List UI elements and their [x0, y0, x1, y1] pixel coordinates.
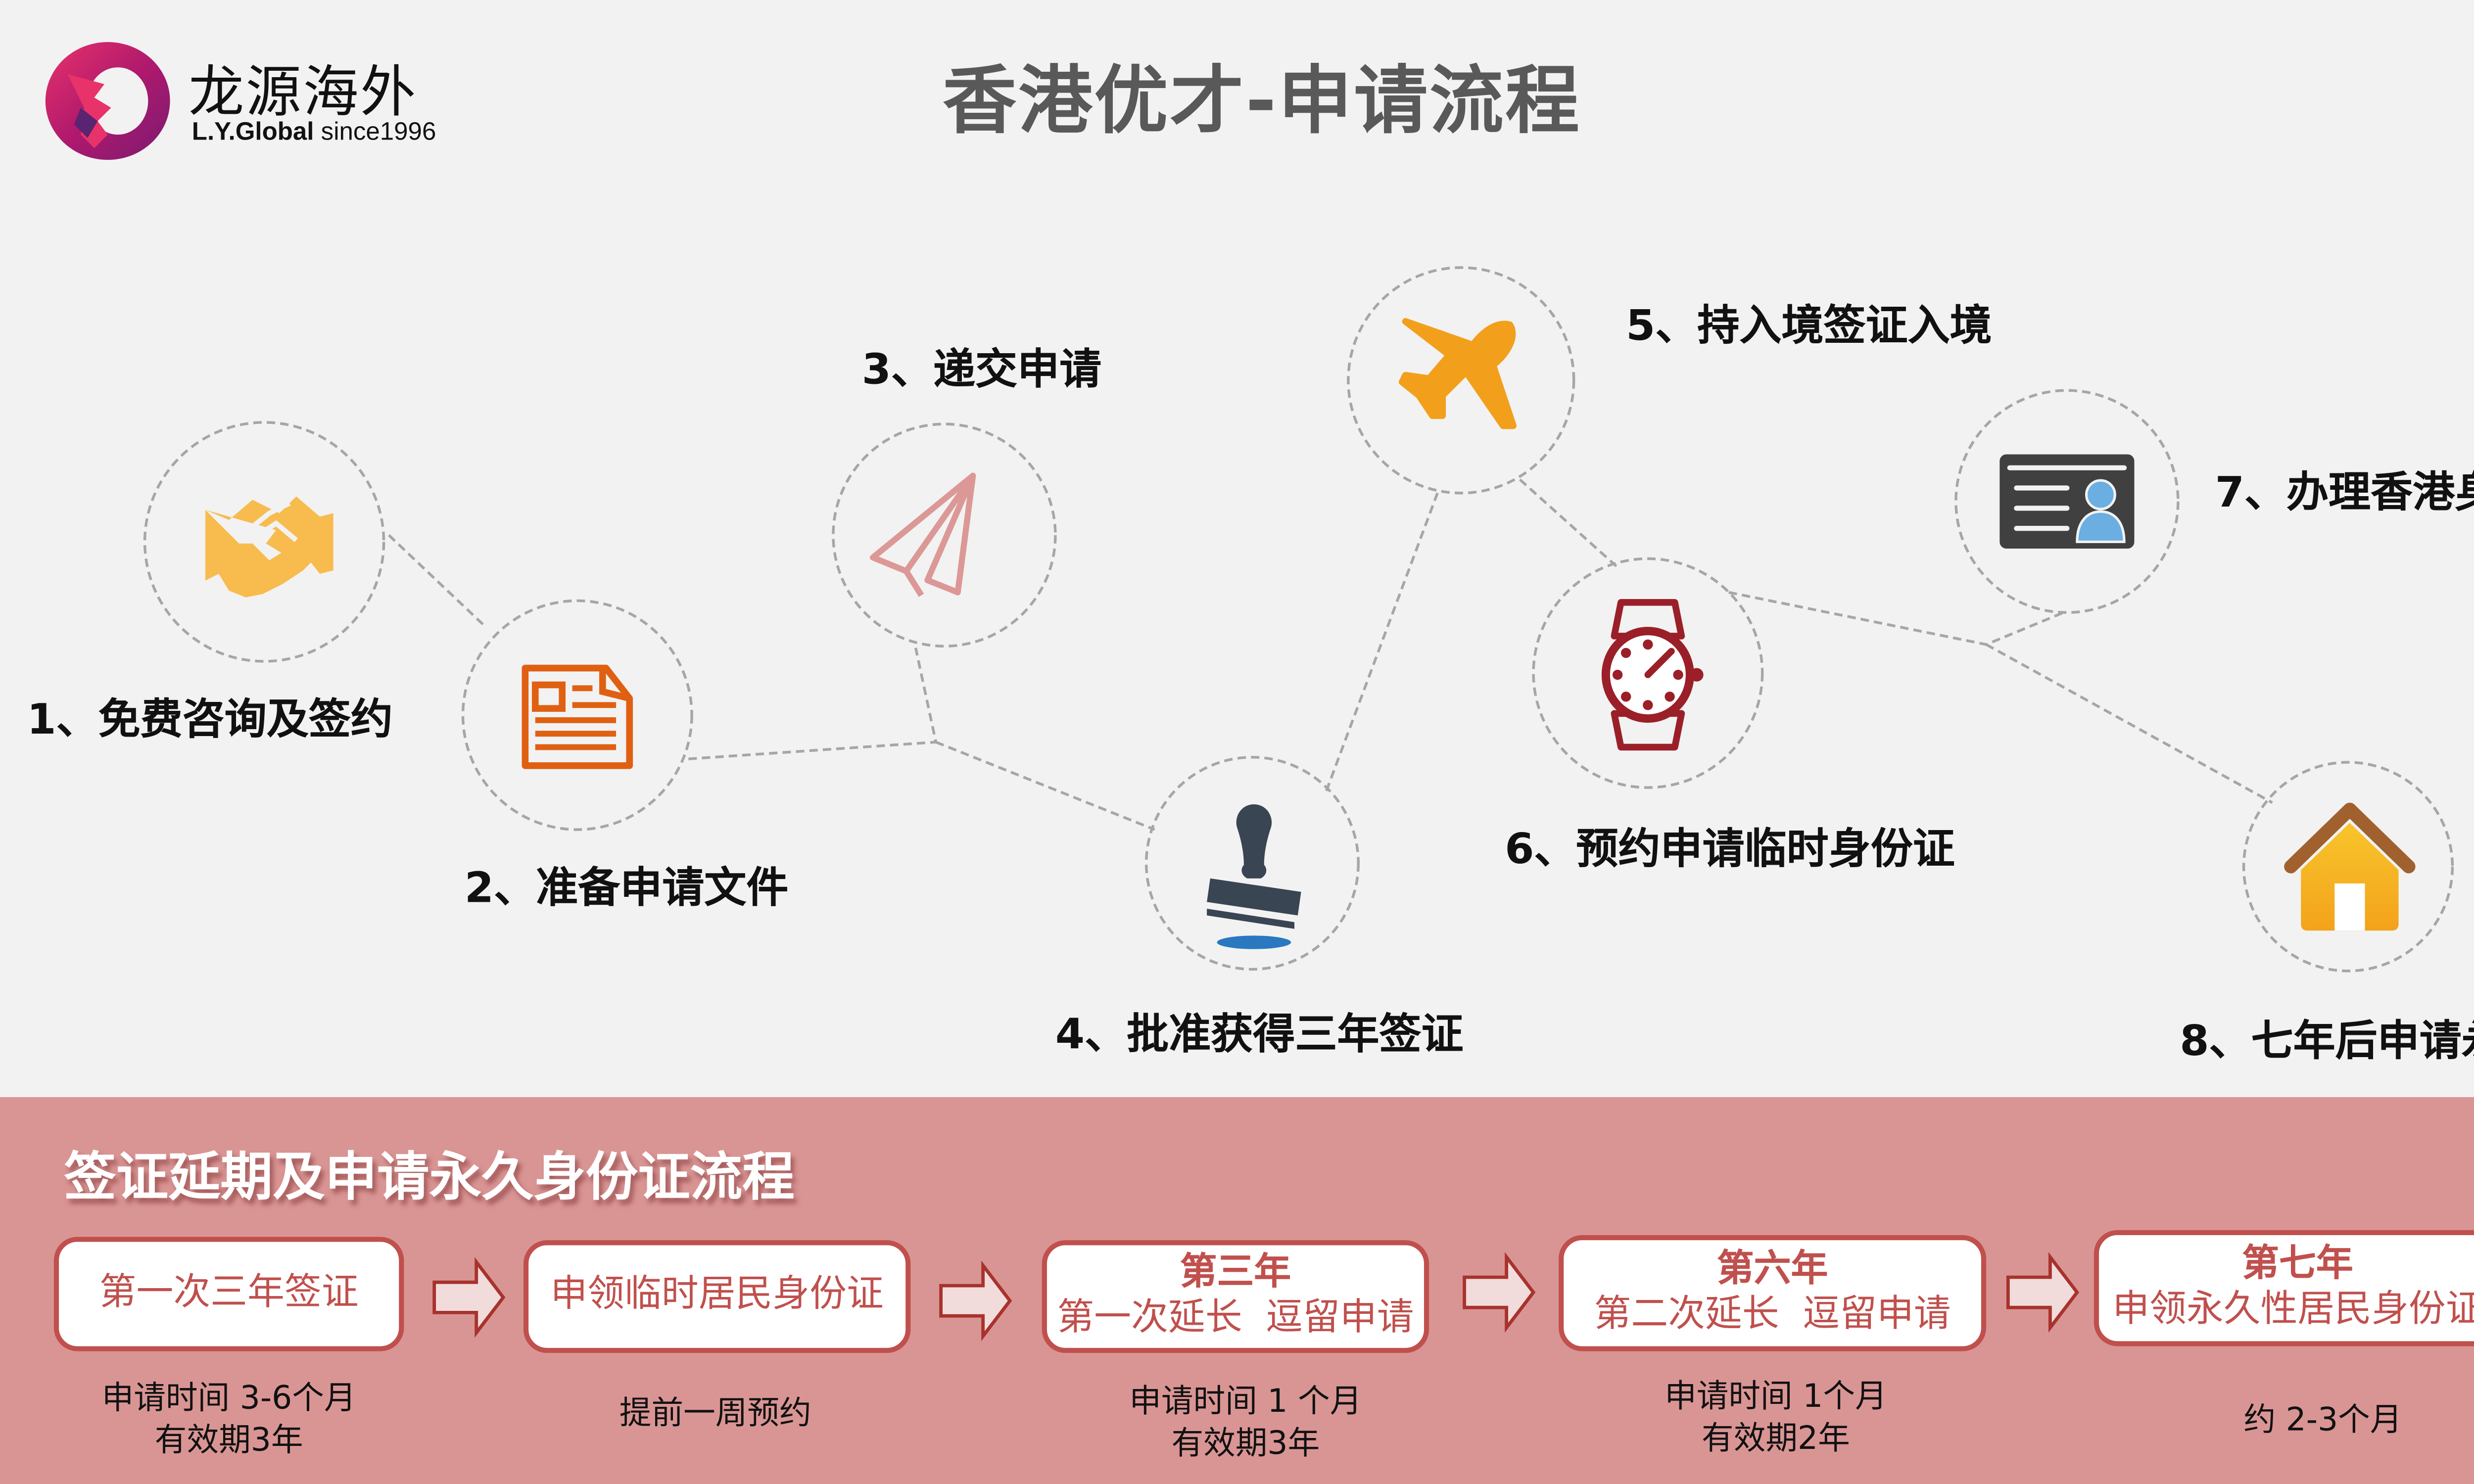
stage-1-text: 第一次三年签证 [99, 1272, 359, 1314]
stage-5-note-line-1: 约 2-3个月 [2243, 1401, 2402, 1439]
paper-plane-icon [870, 472, 976, 597]
arrow-right-icon [432, 1257, 506, 1338]
stage-box-5: 第七年 申领永久性居民身份证 [2093, 1230, 2474, 1346]
stage-3-note: 申请时间 1 个月 有效期3年 [1077, 1382, 1414, 1465]
house-icon [2284, 802, 2416, 931]
step-2 [463, 601, 692, 830]
stage-1-note: 申请时间 3-6个月 有效期3年 [60, 1378, 397, 1461]
wristwatch-icon [1601, 599, 1704, 751]
stage-2-text: 申领临时居民身份证 [550, 1274, 884, 1317]
stamp-icon [1207, 804, 1301, 949]
step-5 [1348, 268, 1574, 493]
step-6 [1533, 558, 1762, 788]
step-6-label: 6、预约申请临时身份证 [1505, 824, 1955, 874]
logo-name-en: L.Y.Global since1996 [192, 118, 436, 146]
step-4-label: 4、批准获得三年签证 [1055, 1010, 1464, 1059]
arrow-right-icon [1463, 1252, 1536, 1333]
stage-2-note-line-1: 提前一周预约 [619, 1395, 811, 1432]
step-3 [833, 424, 1055, 646]
handshake-icon [205, 496, 333, 598]
stage-5-text: 申领永久性居民身份证 [2112, 1288, 2474, 1331]
step-8-label: 8、七年后申请永居 [2180, 1016, 2474, 1066]
step-7 [1956, 390, 2178, 612]
airplane-icon [1398, 318, 1517, 429]
step-1 [145, 422, 384, 661]
logo-en-bold: L.Y.Global [191, 118, 314, 146]
stage-3-note-line-1: 申请时间 1 个月 [1129, 1383, 1362, 1421]
stage-5-note: 约 2-3个月 [2154, 1400, 2474, 1441]
stage-3-text: 第一次延长 逗留申请 [1057, 1297, 1414, 1339]
stage-3-year: 第三年 [1180, 1252, 1291, 1295]
step-8 [2244, 762, 2453, 971]
stage-box-2: 申领临时居民身份证 [523, 1240, 911, 1353]
document-icon [522, 664, 633, 769]
stage-1-note-line-1: 申请时间 3-6个月 [101, 1380, 356, 1417]
stage-4-note: 申请时间 1个月 有效期2年 [1608, 1377, 1944, 1460]
stage-2-note: 提前一周预约 [547, 1393, 884, 1435]
stage-box-3: 第三年 第一次延长 逗留申请 [1042, 1240, 1429, 1353]
step-5-label: 5、持入境签证入境 [1626, 301, 1992, 350]
stage-4-text: 第二次延长 逗留申请 [1594, 1293, 1951, 1336]
id-card-icon [1999, 454, 2135, 549]
stage-box-4: 第六年 第二次延长 逗留申请 [1559, 1235, 1987, 1351]
stage-3-note-line-2: 有效期3年 [1171, 1425, 1320, 1462]
stage-4-note-line-1: 申请时间 1个月 [1665, 1378, 1887, 1415]
arrow-right-icon [939, 1260, 1012, 1342]
logo: 龙源海外 L.Y.Global since1996 [44, 41, 481, 162]
stage-1-note-line-2: 有效期3年 [154, 1421, 303, 1459]
step-3-label: 3、递交申请 [861, 345, 1102, 394]
logo-name-cn: 龙源海外 [189, 59, 418, 125]
step-7-label: 7、办理香港身份证 [2215, 467, 2474, 517]
step-1-label: 1、免费咨询及签约 [27, 695, 393, 744]
stage-box-1: 第一次三年签证 [53, 1237, 404, 1351]
logo-en-since: since1996 [321, 118, 436, 146]
extension-title: 签证延期及申请永久身份证流程 [64, 1148, 795, 1208]
step-2-label: 2、准备申请文件 [464, 863, 789, 912]
stage-5-year: 第七年 [2242, 1244, 2353, 1286]
page-title: 香港优才-申请流程 [943, 59, 1581, 145]
stage-4-note-line-2: 有效期2年 [1702, 1420, 1850, 1457]
logo-mark-icon [45, 42, 170, 160]
arrow-right-icon [2006, 1252, 2080, 1333]
step-4 [1146, 757, 1359, 970]
stage-4-year: 第六年 [1716, 1249, 1828, 1291]
connector-lines [143, 266, 2454, 973]
